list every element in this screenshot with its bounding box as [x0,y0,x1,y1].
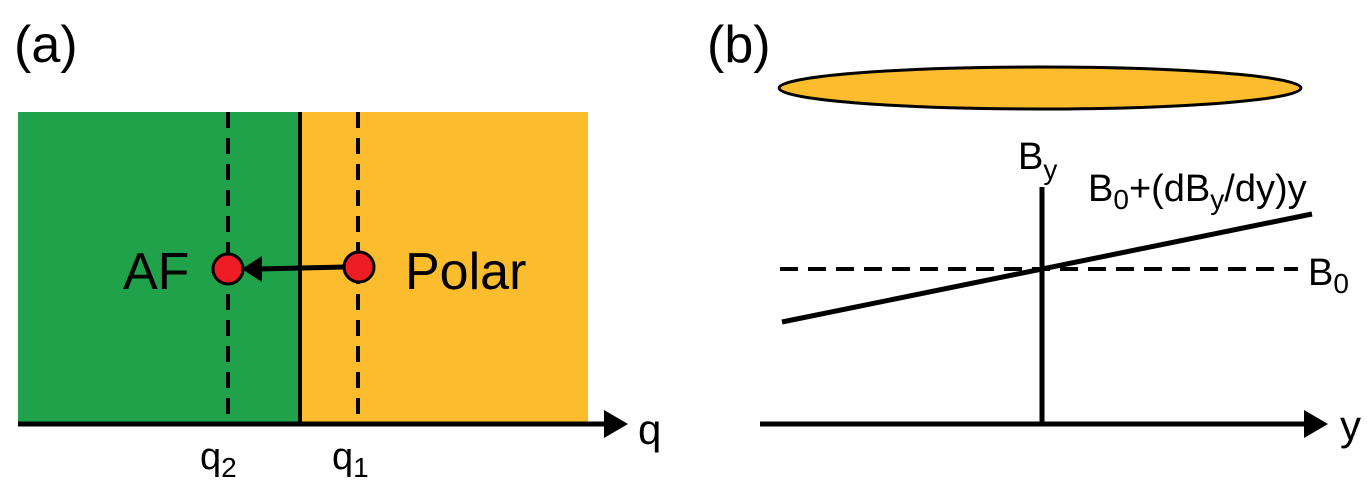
panel-b: (b) By y B0 B0+(dBy/dy)y [707,16,1361,449]
grad-b-subscript: 0 [1113,184,1129,215]
grad-mid: +(dB [1129,168,1210,210]
transition-arrow-head [242,256,262,282]
q2-base: q [200,436,221,478]
q1-label: q1 [332,436,369,483]
panel-a: (a) q AF Polar q2 q1 [14,16,661,483]
af-region-label: AF [123,243,189,301]
b0-subscript: 0 [1333,268,1349,299]
q1-subscript: 1 [353,452,369,483]
disk-ellipse [777,65,1303,111]
grad-tail: /dy)y [1224,168,1306,210]
q1-base: q [332,436,353,478]
panel-a-label: (a) [14,16,78,74]
by-axis-label: By [1018,136,1057,185]
field-gradient-label: B0+(dBy/dy)y [1088,168,1307,215]
y-axis-label: y [1340,402,1361,449]
grad-b: B [1088,168,1113,210]
polar-region-label: Polar [405,243,526,301]
b0-base: B [1308,252,1333,294]
q2-subscript: 2 [221,452,237,483]
by-subscript: y [1043,154,1057,185]
q-axis-arrowhead [604,410,628,438]
y-axis-arrowhead [1304,410,1328,438]
q2-label: q2 [200,436,237,483]
q-axis-label: q [638,406,661,453]
grad-y-subscript: y [1210,184,1224,215]
polar-state-point [342,250,376,284]
by-base: B [1018,136,1043,178]
panel-b-label: (b) [707,16,771,74]
field-gradient-line [781,211,1313,325]
transition-arrow-shaft [257,264,346,272]
b0-label: B0 [1308,252,1349,299]
af-state-point [211,252,245,286]
